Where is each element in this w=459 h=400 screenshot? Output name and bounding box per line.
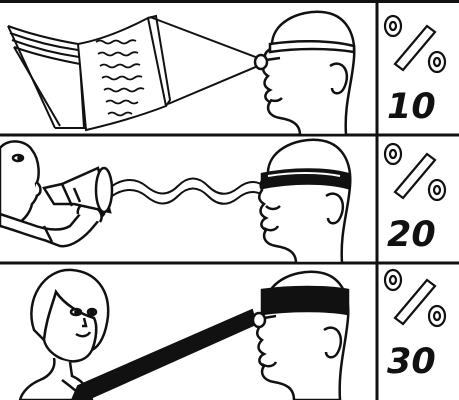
percent-value-reading: 10 [387, 87, 436, 127]
percent-value-hearing: 20 [387, 215, 436, 255]
open-book-icon [8, 16, 170, 130]
reading-sight-cone [150, 17, 258, 104]
listener-head [259, 140, 350, 263]
megaphone-icon [44, 168, 112, 212]
percent-sign-icon [385, 270, 445, 326]
panel-reading: 10 [8, 12, 445, 135]
panel-seeing: 30 [20, 270, 445, 400]
percent-sign-icon [385, 144, 445, 200]
reader-head [255, 12, 354, 135]
viewer-head [253, 272, 348, 400]
percent-value-seeing: 30 [387, 342, 436, 382]
percent-sign-icon [385, 16, 445, 72]
